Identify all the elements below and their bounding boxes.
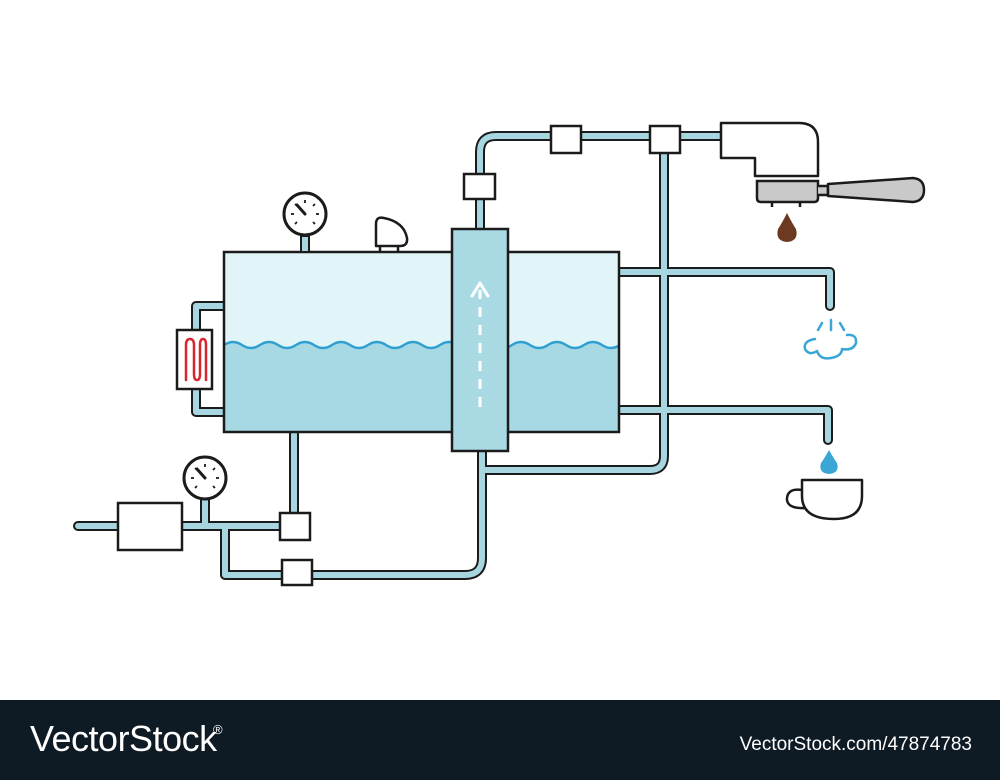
portafilter-icon xyxy=(755,176,926,207)
coffee-drop-icon xyxy=(777,213,797,242)
valve-icon xyxy=(549,124,583,155)
registered-mark: ® xyxy=(213,722,223,737)
valve-icon xyxy=(648,124,682,155)
water-drop-icon xyxy=(820,450,838,474)
pressure-gauge-icon xyxy=(282,191,328,253)
coffee-cup-icon xyxy=(785,478,864,521)
water-surface-wave xyxy=(224,340,619,350)
valve-icons xyxy=(278,124,682,587)
steam-cloud-icon xyxy=(803,318,858,360)
boiler-tank xyxy=(222,250,621,434)
stock-id: VectorStock.com/47874783 xyxy=(739,734,972,755)
tank-water xyxy=(224,342,619,432)
valve-icon xyxy=(462,172,497,201)
pipe-network xyxy=(73,131,835,580)
heating-element-icon xyxy=(175,328,214,391)
flow-arrow-head xyxy=(470,281,490,298)
brand-logo: VectorStock xyxy=(30,718,217,759)
espresso-machine-diagram xyxy=(73,121,926,587)
valve-icon xyxy=(278,511,312,542)
pipe-steam-wand xyxy=(614,267,835,311)
heat-exchanger xyxy=(450,227,510,453)
pipe-hot-water xyxy=(614,405,833,445)
valve-icon xyxy=(280,558,314,587)
footer-bar: VectorStock ® VectorStock.com/47874783 xyxy=(0,700,1000,780)
pump-icon xyxy=(116,501,184,552)
group-head xyxy=(719,121,820,178)
safety-valve-icon xyxy=(374,216,409,252)
pressure-gauge-icon xyxy=(182,455,228,501)
